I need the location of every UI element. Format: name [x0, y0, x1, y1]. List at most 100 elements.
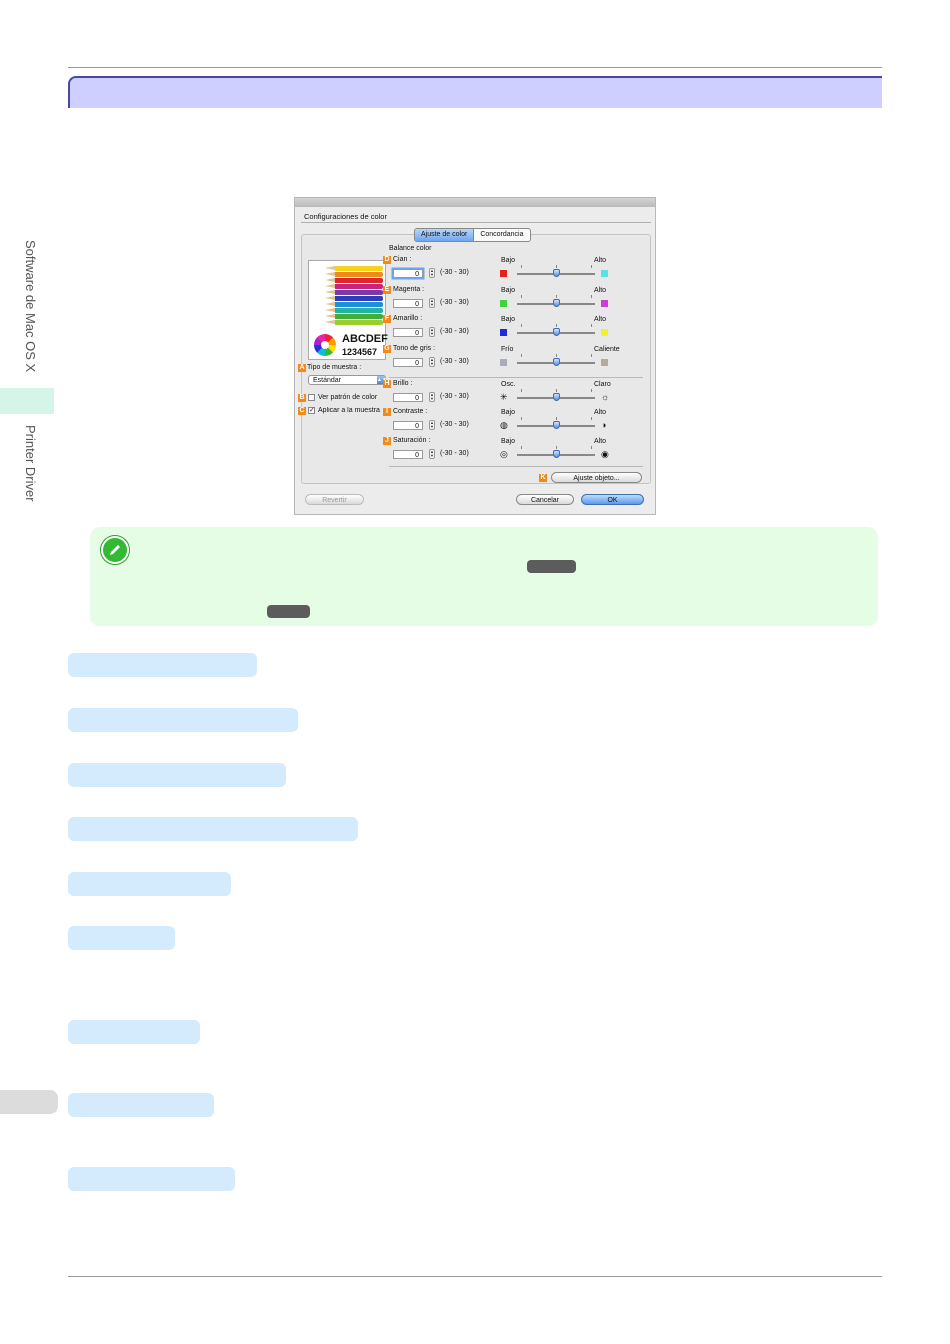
sidebar-section-label: Software de Mac OS X [23, 240, 38, 373]
low-label: Bajo [501, 316, 516, 323]
contrast-low-icon: ◍ [500, 420, 508, 430]
adjust-value-input[interactable]: 0 [393, 269, 423, 278]
slider-thumb[interactable] [553, 299, 560, 307]
adjust-value-input[interactable]: 0 [393, 393, 423, 402]
show-pattern-checkbox[interactable] [308, 394, 315, 401]
range-text: (-30 - 30) [440, 450, 469, 457]
slider-tick [591, 417, 592, 420]
slider-thumb[interactable] [553, 328, 560, 336]
pencil-note-icon [101, 536, 129, 564]
preview-text-letters: ABCDEF [342, 333, 388, 345]
callout-g: G [383, 345, 391, 353]
slider-tick [521, 324, 522, 327]
sample-preview: ABCDEF 1234567 [308, 260, 388, 360]
high-label: Alto [594, 316, 607, 323]
callout-i: I [383, 408, 391, 416]
pencil-image [325, 296, 383, 301]
range-text: (-30 - 30) [440, 358, 469, 365]
color-balance-label: Balance color [389, 245, 432, 252]
pencil-image [325, 302, 383, 307]
slider-tick [591, 389, 592, 392]
low-label: Bajo [501, 287, 516, 294]
high-label: Alto [594, 438, 607, 445]
top-rule [68, 67, 882, 68]
callout-h: H [383, 380, 391, 388]
section-divider [389, 377, 643, 378]
stepper-arrows-icon[interactable]: ▲▼ [429, 420, 435, 430]
stepper-arrows-icon[interactable]: ▲▼ [429, 357, 435, 367]
slider-tick [521, 446, 522, 449]
apply-sample-checkbox[interactable]: ✓ [308, 407, 315, 414]
adjust-label: Contraste : [393, 408, 428, 415]
cancel-button[interactable]: Cancelar [516, 494, 574, 505]
high-label: Caliente [594, 346, 620, 353]
saturation-high-icon: ◉ [601, 449, 609, 459]
show-pattern-label: Ver patrón de color [318, 394, 378, 401]
color-settings-dialog: Configuraciones de color Ajuste de color… [294, 197, 656, 515]
stepper-arrows-icon[interactable]: ▲▼ [429, 327, 435, 337]
tab-switcher: Ajuste de color Concordancia [414, 228, 531, 242]
pencil-image [325, 290, 383, 295]
section-divider [389, 466, 643, 467]
range-text: (-30 - 30) [440, 269, 469, 276]
high-color-swatch [601, 300, 608, 307]
slider-thumb[interactable] [553, 269, 560, 277]
high-color-swatch [601, 270, 608, 277]
stepper-arrows-icon[interactable]: ▲▼ [429, 268, 435, 278]
dialog-title-rule [301, 222, 651, 223]
slider-thumb[interactable] [553, 421, 560, 429]
callout-f: F [383, 315, 391, 323]
slider-tick [591, 295, 592, 298]
tab-color-adjustment[interactable]: Ajuste de color [415, 229, 475, 241]
sun-dim-icon: ✳ [500, 392, 508, 402]
slider-thumb[interactable] [553, 358, 560, 366]
sample-type-select[interactable]: Estándar ▲▼ [308, 375, 387, 385]
slider-thumb[interactable] [553, 450, 560, 458]
pencil-image [325, 284, 383, 289]
slider-tick [521, 389, 522, 392]
tab-matching[interactable]: Concordancia [480, 231, 524, 238]
item-heading-bar [68, 653, 257, 677]
callout-a: A [298, 364, 306, 372]
slider-tick [591, 446, 592, 449]
bottom-rule [68, 1276, 882, 1277]
object-adjust-button[interactable]: Ajuste objeto... [551, 472, 642, 483]
color-wheel-icon [314, 334, 336, 356]
key-button-icon [267, 605, 310, 618]
slider-tick [556, 354, 557, 357]
item-heading-bar [68, 1167, 235, 1191]
callout-c: C [298, 407, 306, 415]
slider-tick [591, 265, 592, 268]
slider-thumb[interactable] [553, 393, 560, 401]
stepper-arrows-icon[interactable]: ▲▼ [429, 298, 435, 308]
high-label: Alto [594, 409, 607, 416]
pencil-image [325, 278, 383, 283]
key-button-icon [527, 560, 576, 573]
dialog-title: Configuraciones de color [304, 212, 387, 221]
item-heading-bar [68, 763, 286, 787]
low-label: Bajo [501, 257, 516, 264]
stepper-arrows-icon[interactable]: ▲▼ [429, 449, 435, 459]
adjust-value-input[interactable]: 0 [393, 450, 423, 459]
stepper-arrows-icon[interactable]: ▲▼ [429, 392, 435, 402]
range-text: (-30 - 30) [440, 328, 469, 335]
adjust-value-input[interactable]: 0 [393, 358, 423, 367]
slider-tick [521, 354, 522, 357]
section-heading-bar [68, 76, 882, 108]
revert-button[interactable]: Revertir [305, 494, 364, 505]
adjust-value-input[interactable]: 0 [393, 328, 423, 337]
low-label: Bajo [501, 438, 516, 445]
adjust-value-input[interactable]: 0 [393, 421, 423, 430]
item-heading-bar [68, 817, 358, 841]
low-color-swatch [500, 329, 507, 336]
ok-button[interactable]: OK [581, 494, 644, 505]
adjust-value-input[interactable]: 0 [393, 299, 423, 308]
callout-j: J [383, 437, 391, 445]
adjust-label: Amarillo : [393, 315, 423, 322]
dialog-titlebar [295, 198, 655, 207]
preview-text-numbers: 1234567 [342, 347, 378, 357]
range-text: (-30 - 30) [440, 299, 469, 306]
adjust-label: Magenta : [393, 286, 425, 293]
pencil-image [325, 308, 383, 313]
pencil-image [325, 314, 383, 319]
